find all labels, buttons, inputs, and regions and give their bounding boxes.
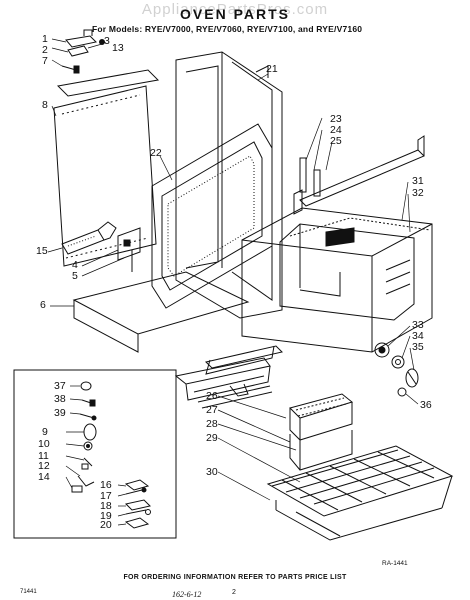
callout-label: 22 [150,147,162,159]
callout-label: 15 [36,245,48,257]
callout-label: 10 [38,438,50,450]
callout-label: 21 [266,63,278,75]
callout-label: 19 [100,510,112,522]
callout-label: 29 [206,432,218,444]
callout-label: 24 [330,124,342,136]
callout-label: 5 [72,270,78,282]
inset-parts-right [124,479,151,529]
callout-label: 38 [54,393,66,405]
page-number: 2 [232,589,236,596]
callout-label: 23 [330,113,342,125]
watermark-text: AppliancePartsPros.com [141,1,329,18]
callout-label: 14 [38,471,50,483]
heating-elements-part-26 [174,345,283,409]
callout-label: 33 [412,319,424,331]
callout-label: 27 [206,404,218,416]
bracket-part-4-5 [117,227,141,272]
ring-part-36 [397,387,407,397]
handwritten-note: 162-6-12 [172,590,202,599]
hinge-bracket-parts [65,29,105,57]
callout-label: 37 [54,380,66,392]
callout-label: 20 [100,519,112,531]
callout-label: 34 [412,330,424,342]
top-insulation-strip [56,69,160,97]
door-frame-part-22 [151,123,273,309]
callout-label: 31 [412,175,424,187]
callout-label: 39 [54,407,66,419]
callout-label: 3 [104,35,110,47]
screw-part-7 [61,65,80,74]
oven-lamp-parts-33-35 [374,342,419,388]
callout-label: 13 [112,42,124,54]
callout-label: 7 [42,55,48,67]
callout-label: 18 [100,500,112,512]
document-code: 71441 [20,589,37,595]
oven-racks-parts-29-30 [266,445,454,541]
callout-label: 36 [420,399,432,411]
oven-liner-part-31-32 [241,207,433,353]
callout-label: 32 [412,187,424,199]
callout-label: 1 [42,33,48,45]
bottom-panel-part-6 [72,271,250,353]
callout-label: 6 [40,299,46,311]
callout-label: 28 [206,418,218,430]
callout-label: 12 [38,460,50,472]
callout-label: 17 [100,490,112,502]
ordering-note: FOR ORDERING INFORMATION REFER TO PARTS … [123,574,347,581]
inset-parts-left [71,381,97,493]
callout-label: 4 [72,259,78,271]
sensor-tube-part-15 [61,221,117,255]
detail-inset-box [13,369,177,539]
diagram-title: OVEN PARTS [180,6,290,22]
rail-parts-23-25 [293,135,425,215]
callout-label: 16 [100,479,112,491]
callout-label: 2 [42,44,48,56]
back-panel-part-8 [53,85,157,267]
callout-leader-lines [47,38,419,526]
callout-label: 35 [412,341,424,353]
callout-label: 11 [38,450,49,462]
callout-label: 9 [42,426,48,438]
model-list: For Models: RYE/V7000, RYE/V7060, RYE/V7… [92,24,363,34]
callout-label: 26 [206,390,218,402]
callout-label: 30 [206,466,218,478]
reference-code: RA-1441 [382,560,408,567]
callout-label: 25 [330,135,342,147]
broil-pan-parts-27-28 [289,393,354,471]
callout-label: 8 [42,99,48,111]
oven-frame-part-21 [175,51,283,319]
